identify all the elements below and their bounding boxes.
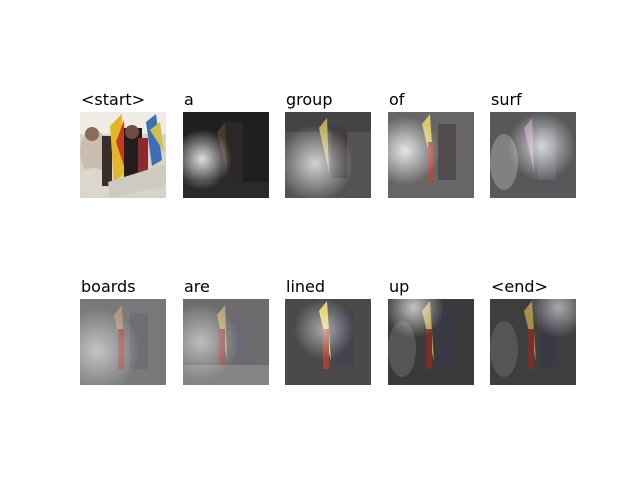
panel-word: group [285,90,339,110]
crowd-photo [80,112,166,198]
attention-map [490,112,576,198]
attention-map [285,112,371,198]
panel-of: of [388,90,474,198]
panel-word: surf [490,90,528,110]
source-image [80,112,166,198]
panel-word: boards [80,277,142,297]
panel-word: of [388,90,411,110]
panel-word: a [183,90,200,110]
panel-word: <start> [80,90,152,110]
panel-word: <end> [490,277,554,297]
panel-lined: lined [285,277,371,385]
attention-map [388,299,474,385]
panel-word: are [183,277,216,297]
attention-map [183,112,269,198]
panel-group: group [285,90,371,198]
attention-map [183,299,269,385]
panel-boards: boards [80,277,166,385]
attention-map [388,112,474,198]
panel-are: are [183,277,269,385]
panel-word: lined [285,277,332,297]
attention-map [490,299,576,385]
attention-map [285,299,371,385]
panel-end: <end> [490,277,576,385]
panel-word: up [388,277,416,297]
panel-up: up [388,277,474,385]
panel-a: a [183,90,269,198]
panel-start: <start> [80,90,166,198]
attention-map [80,299,166,385]
panel-surf: surf [490,90,576,198]
